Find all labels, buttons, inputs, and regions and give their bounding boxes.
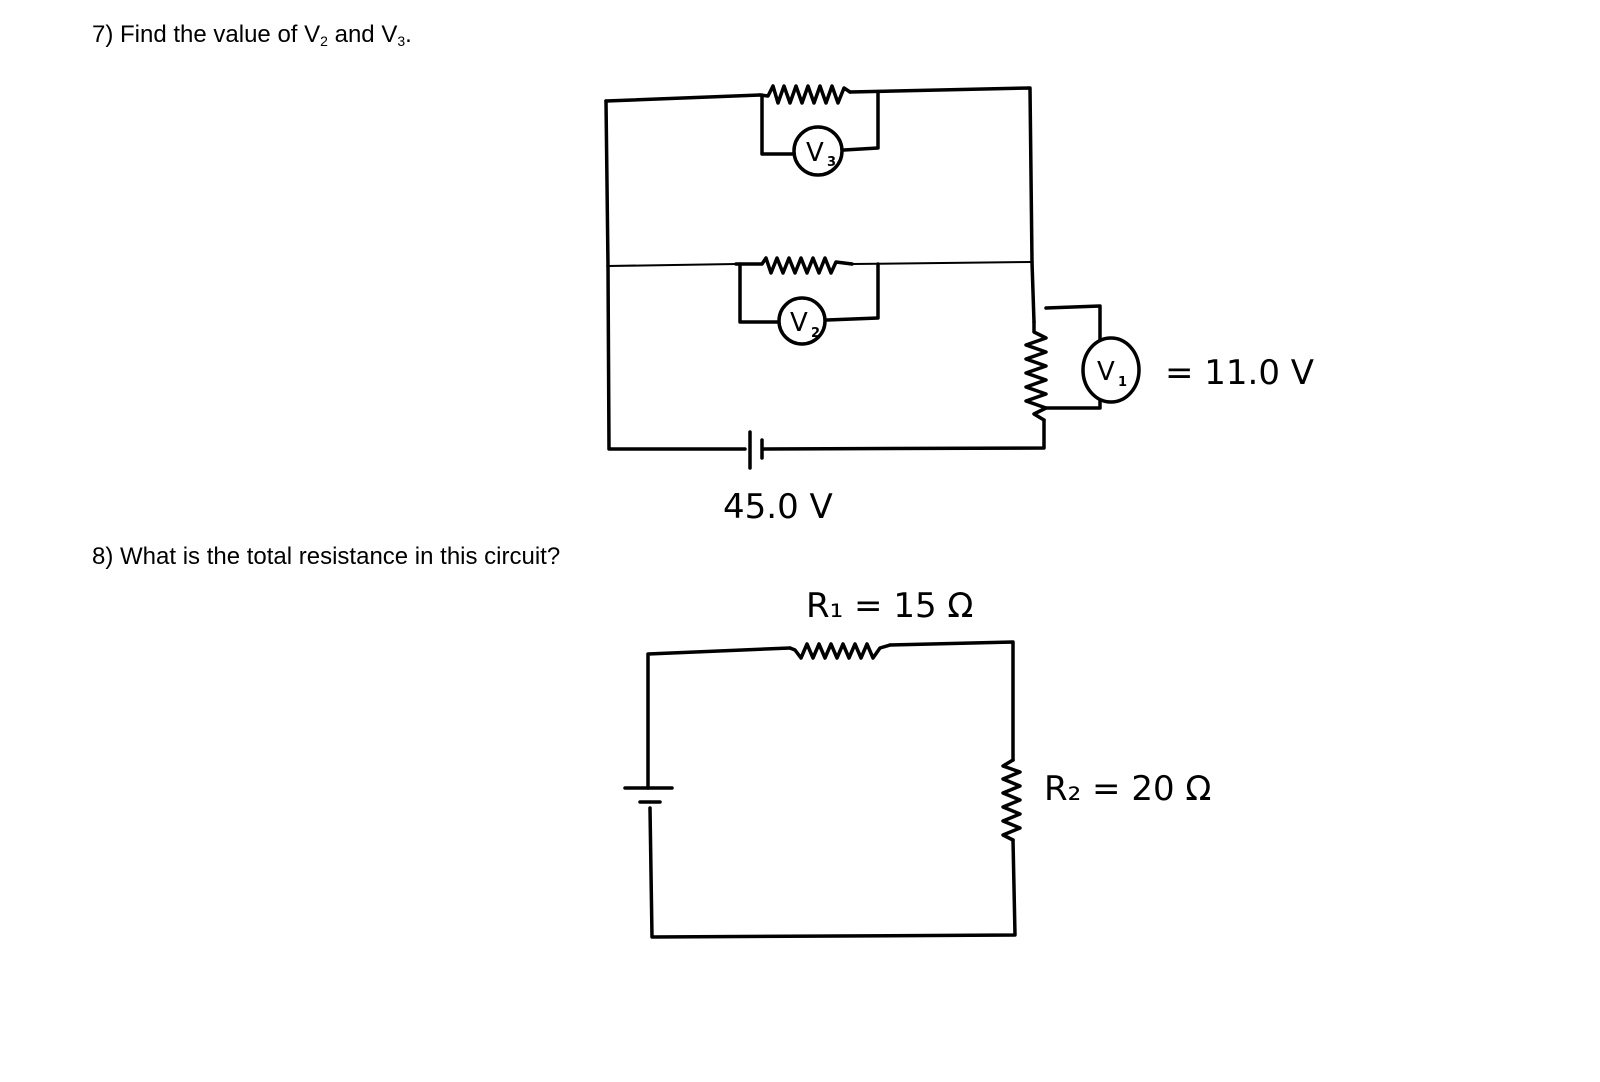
circuit-1-middle-wire-right — [851, 261, 1033, 265]
question-7-middle: and V — [327, 21, 398, 48]
resistor-middle — [734, 256, 854, 275]
question-7: 7) Find the value of V2 and V3. — [92, 20, 412, 50]
voltmeter-v1: V 1 — [1081, 336, 1141, 404]
voltmeter-v1-subscript: 1 — [1118, 375, 1127, 390]
voltmeter-v3-letter: V — [806, 138, 824, 168]
circuit-1-bottom-wire-right — [762, 418, 1046, 451]
battery-1-voltage-label: 45.0 V — [723, 487, 833, 527]
circuit-2-top-wire-left — [646, 646, 792, 790]
question-7-suffix: . — [405, 21, 412, 48]
meter-v2-bracket — [738, 262, 880, 324]
voltmeter-v3: V 3 — [792, 125, 844, 177]
question-7-subscript-3: 3 — [397, 33, 406, 49]
circuit-2-right-wire-lower — [648, 806, 1017, 939]
circuit-2-top-wire-right — [888, 640, 1015, 762]
voltmeter-v1-letter: V — [1097, 357, 1115, 387]
resistor-r2-label: R₂ = 20 Ω — [1044, 769, 1211, 809]
resistor-r1 — [788, 642, 892, 660]
voltmeter-v2-letter: V — [790, 308, 808, 338]
circuit-1-top-wire-right — [848, 86, 1034, 264]
resistor-r1-label: R₁ = 15 Ω — [806, 586, 973, 626]
resistor-right — [1024, 320, 1048, 422]
meter-v3-bracket — [760, 90, 880, 156]
circuit-1-left-wire-lower — [606, 264, 747, 451]
circuit-1-left-wire-upper — [604, 99, 610, 268]
resistor-r2 — [1001, 758, 1022, 842]
resistor-top — [758, 84, 852, 105]
question-7-subscript-2: 2 — [320, 33, 328, 49]
voltmeter-v2: V 2 — [777, 296, 827, 346]
question-8: 8) What is the total resistance in this … — [92, 543, 561, 570]
circuit-1-middle-wire-left — [607, 263, 737, 267]
circuit-1: V 3 V 2 V 1 = 11.0 V 45.0 V — [604, 84, 1314, 527]
question-7-prefix: 7) Find the value of V — [92, 21, 321, 48]
circuit-2: R₁ = 15 Ω R₂ = 20 Ω — [623, 586, 1211, 939]
voltmeter-v3-subscript: 3 — [827, 155, 836, 170]
voltmeter-v2-subscript: 2 — [811, 326, 820, 341]
circuit-1-top-wire-left — [604, 93, 762, 103]
circuit-1-right-wire-lower — [1030, 260, 1036, 324]
voltmeter-v1-reading: = 11.0 V — [1165, 353, 1314, 393]
